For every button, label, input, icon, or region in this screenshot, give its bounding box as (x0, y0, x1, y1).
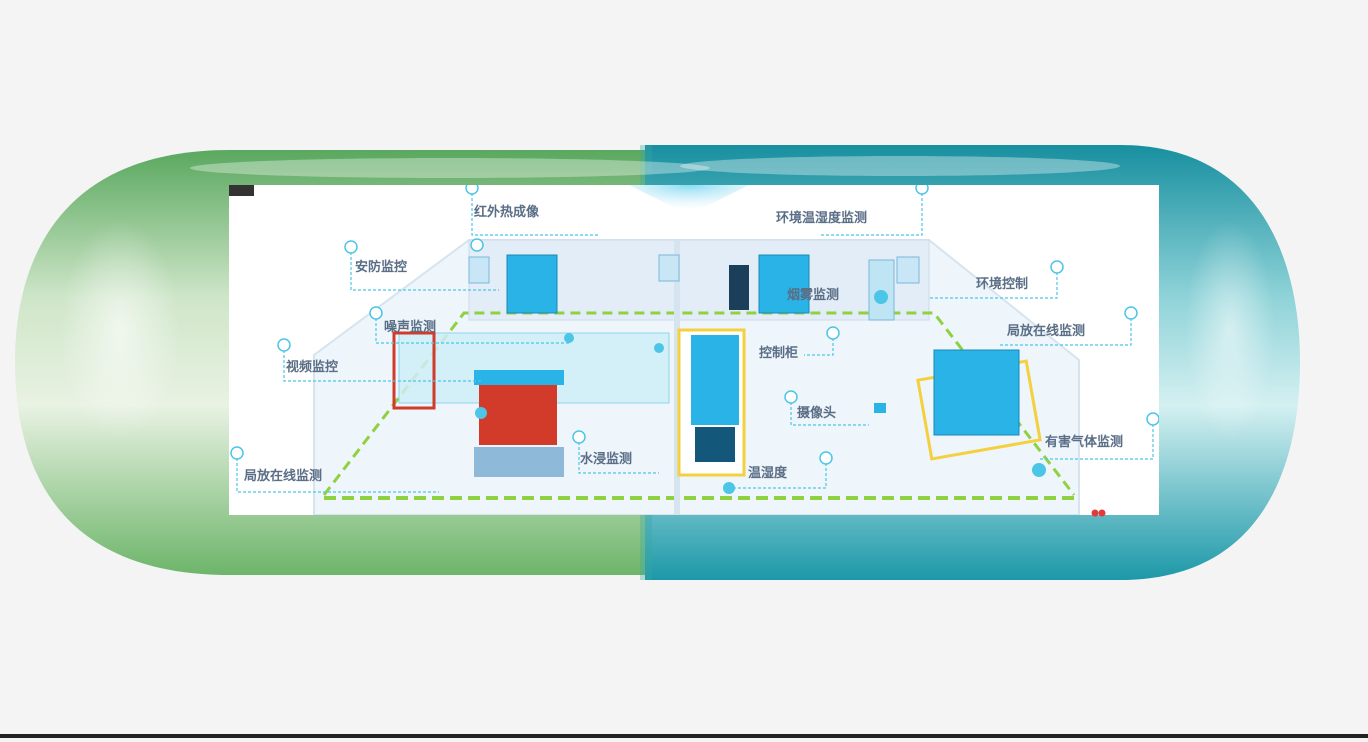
label-smoke: 烟雾监测 (787, 288, 840, 303)
substation-illustration (230, 185, 1159, 515)
label-water-immersion: 水浸监测 (580, 452, 633, 467)
label-partial-discharge-right: 局放在线监测 (1007, 324, 1086, 339)
red-dots-icon (1091, 509, 1106, 517)
bottom-border (0, 734, 1368, 738)
label-temp-humidity: 温湿度 (748, 466, 788, 481)
label-control-cabinet: 控制柜 (759, 346, 799, 361)
label-camera: 摄像头 (797, 406, 837, 421)
label-partial-discharge-left: 局放在线监测 (244, 469, 323, 484)
monitoring-diagram-panel: 红外热成像 环境温湿度监测 安防监控 环境控制 烟雾监测 噪声监测 局放在线监测… (229, 185, 1159, 515)
label-noise: 噪声监测 (384, 320, 437, 335)
label-harmful-gas: 有害气体监测 (1045, 435, 1124, 450)
label-infrared: 红外热成像 (474, 205, 540, 220)
corner-tab (229, 185, 254, 196)
label-security: 安防监控 (355, 260, 408, 275)
label-env-control: 环境控制 (976, 277, 1029, 292)
label-video: 视频监控 (286, 360, 339, 375)
label-env-temp-humidity: 环境温湿度监测 (776, 211, 868, 226)
